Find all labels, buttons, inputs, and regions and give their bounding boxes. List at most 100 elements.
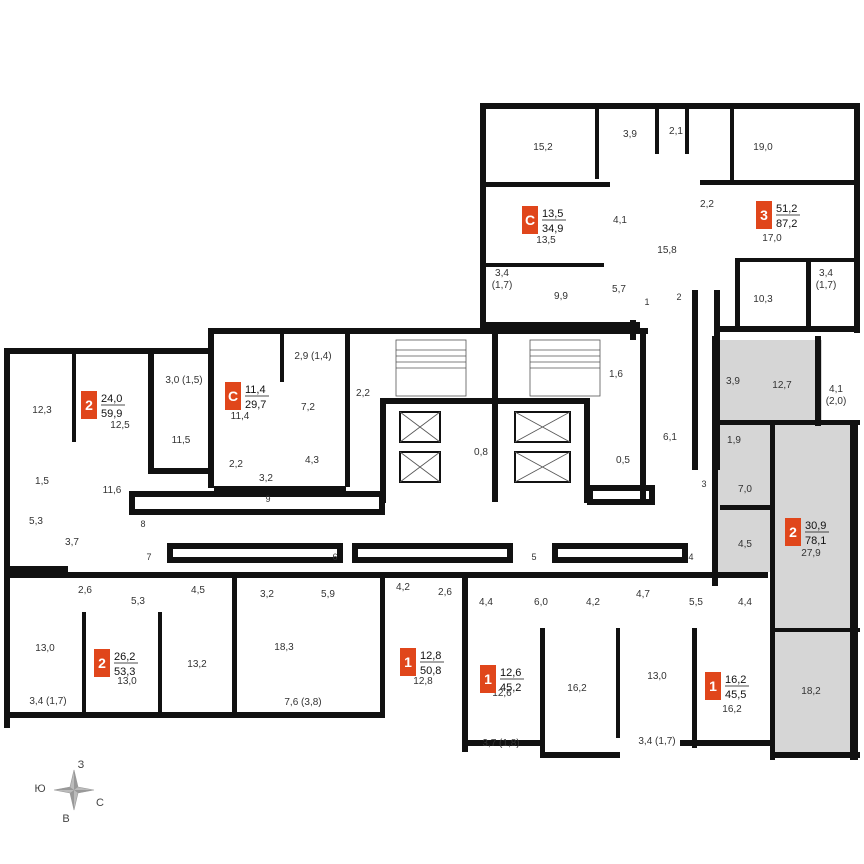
- apartment-total-area: 29,7: [245, 399, 266, 411]
- apartment-living-area: 26,2: [114, 651, 135, 663]
- room-area: 4,2: [396, 582, 410, 593]
- compass-east: С: [96, 797, 104, 809]
- apartment-total-area: 53,3: [114, 666, 135, 678]
- room-area: 4,1: [613, 215, 627, 226]
- room-area: 3,4 (1,7): [29, 696, 66, 707]
- apartment-type: 1: [709, 678, 717, 694]
- room-area: 7,6 (3,8): [284, 697, 321, 708]
- room-area: 3,9: [726, 376, 740, 387]
- room-area: 0,5: [616, 455, 630, 466]
- room-area: 3,4 (1,7): [638, 736, 675, 747]
- room-area: 27,9: [801, 548, 821, 559]
- room-area: 2,6: [438, 587, 452, 598]
- room-area: 13,0: [647, 671, 667, 682]
- apartment-living-area: 12,6: [500, 667, 521, 679]
- compass-west: Ю: [34, 783, 45, 795]
- room-area: 5,5: [689, 597, 703, 608]
- room-area: 12,8: [413, 676, 433, 687]
- room-area: 7,0: [738, 484, 752, 495]
- apartment-type-box: [785, 518, 801, 546]
- room-area: 4,2: [586, 597, 600, 608]
- room-area: 16,2: [567, 683, 587, 694]
- room-area: 5,9: [321, 589, 335, 600]
- apartment-living-area: 51,2: [776, 203, 797, 215]
- room-area: 4,5: [738, 539, 752, 550]
- room-area: 2,2: [700, 199, 714, 210]
- room-area: 6,1: [663, 432, 677, 443]
- section-number: 2: [676, 292, 681, 302]
- apartment-living-area: 11,4: [245, 384, 266, 396]
- section-number: 6: [332, 552, 337, 562]
- apartment-type-box: [480, 665, 496, 693]
- room-area: 3,0 (1,5): [165, 375, 202, 386]
- room-area: 2,9 (1,4): [294, 351, 331, 362]
- room-area: 12,7: [772, 380, 792, 391]
- apartment-badge-apt-1-b[interactable]: 1 12,6 45,2: [480, 665, 524, 694]
- room-area: 2,2: [229, 459, 243, 470]
- apartment-badge-apt-2-right-highlighted[interactable]: 2 30,9 78,1: [785, 518, 829, 547]
- room-area: 3,7 (1,8): [482, 738, 519, 749]
- room-area: 4,4: [738, 597, 752, 608]
- apartment-type: 2: [789, 524, 797, 540]
- apartment-living-area: 16,2: [725, 674, 746, 686]
- section-numbers: 1 2 3 9 8 7 6 5 4: [140, 292, 706, 562]
- room-area: 18,2: [801, 686, 821, 697]
- apartment-type: 1: [484, 671, 492, 687]
- room-area: 3,4(1,7): [492, 268, 513, 291]
- walls: [4, 103, 860, 760]
- room-area: 6,0: [534, 597, 548, 608]
- room-area: 11,5: [172, 435, 191, 446]
- room-area: 16,2: [722, 704, 742, 715]
- apartment-type: 1: [404, 654, 412, 670]
- apartment-type: 2: [85, 397, 93, 413]
- apartment-badge-apt-2-bottom-left[interactable]: 2 26,2 53,3: [94, 649, 138, 678]
- apartment-type-box: [705, 672, 721, 700]
- section-number: 5: [531, 552, 536, 562]
- apartment-total-area: 45,2: [500, 682, 521, 694]
- staircases: [395, 339, 601, 397]
- room-area: 3,7: [65, 537, 79, 548]
- compass-south: В: [62, 813, 69, 825]
- room-area: 3,4(1,7): [816, 268, 837, 291]
- apartment-type-box: [400, 648, 416, 676]
- room-area: 12,6: [492, 688, 512, 699]
- compass-north: З: [78, 759, 85, 771]
- apartment-living-area: 30,9: [805, 520, 826, 532]
- room-area: 11,4: [231, 411, 250, 422]
- room-area: 3,2: [259, 473, 273, 484]
- room-area: 12,5: [110, 420, 130, 431]
- apartment-type-box: [94, 649, 110, 677]
- room-area: 4,4: [479, 597, 493, 608]
- room-area: 19,0: [753, 142, 773, 153]
- room-area: 10,3: [753, 294, 773, 305]
- room-area: 0,8: [474, 447, 488, 458]
- room-area: 13,0: [35, 643, 55, 654]
- room-area: 7,2: [301, 402, 315, 413]
- room-area: 1,5: [35, 476, 49, 487]
- room-area: 5,3: [29, 516, 43, 527]
- apartment-total-area: 78,1: [805, 535, 826, 547]
- apartment-total-area: 87,2: [776, 218, 797, 230]
- room-area: 4,7: [636, 589, 650, 600]
- apartment-type-box: [756, 201, 772, 229]
- apartment-living-area: 13,5: [542, 208, 563, 220]
- room-area: 1,6: [609, 369, 623, 380]
- apartment-type: 2: [98, 655, 106, 671]
- room-area: 3,2: [260, 589, 274, 600]
- room-area: 4,5: [191, 585, 205, 596]
- apartment-total-area: 34,9: [542, 223, 563, 235]
- room-area: 9,9: [554, 291, 568, 302]
- room-area: 18,3: [274, 642, 294, 653]
- room-area: 13,0: [117, 676, 137, 687]
- room-area: 2,1: [669, 126, 683, 137]
- room-area: 11,6: [103, 485, 122, 496]
- room-area: 12,3: [32, 405, 52, 416]
